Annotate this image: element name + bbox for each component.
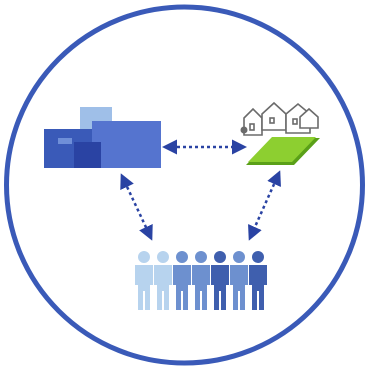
office-buildings-icon [44, 107, 161, 168]
person-figure [230, 251, 248, 310]
person-figure [173, 251, 191, 310]
houses-outline [243, 101, 319, 136]
land-patch [248, 137, 316, 162]
people-group-icon [135, 251, 267, 310]
houses-on-land-icon [240, 101, 320, 165]
tree [240, 126, 248, 134]
person-figure [154, 251, 172, 310]
person-figure [135, 251, 153, 310]
person-figure [192, 251, 210, 310]
person-figure [211, 251, 229, 310]
outer-ring [4, 4, 365, 366]
person-figure [249, 251, 267, 310]
building-front-dark [74, 142, 101, 168]
building-window [58, 138, 72, 144]
building-right [92, 121, 161, 168]
